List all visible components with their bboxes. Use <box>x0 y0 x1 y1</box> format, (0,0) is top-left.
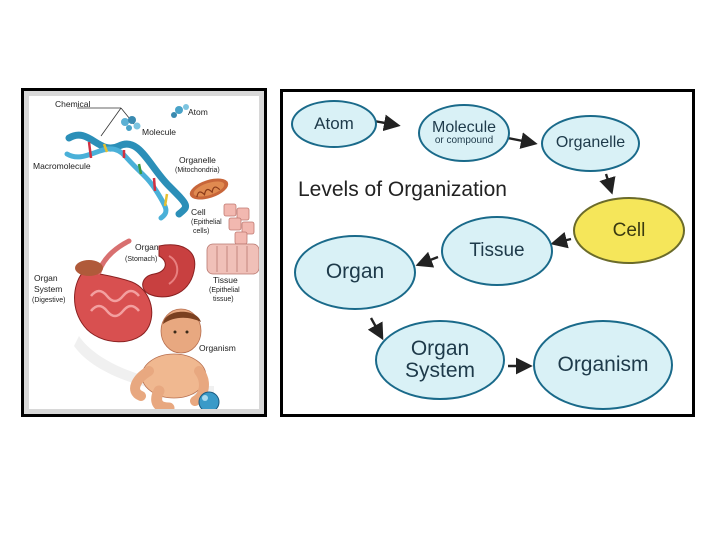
levels-illustration-panel: Chemical Atom Molecule Macromolecule Org… <box>21 88 267 417</box>
node-organelle: Organelle <box>541 115 640 172</box>
levels-illustration <box>64 104 259 409</box>
arrow-molecule-to-organelle <box>507 132 538 149</box>
organelle-sub-label: (Mitochondria) <box>175 167 220 174</box>
mitochondria-icon <box>189 178 229 200</box>
chemical-pointer-line <box>100 107 122 137</box>
node-atom: Atom <box>291 100 377 148</box>
dna-macromolecule-icon <box>64 131 189 221</box>
node-cell: Cell <box>573 197 685 264</box>
node-organ-system-label-1: Organ <box>410 336 470 360</box>
node-tissue-label: Tissue <box>469 240 525 262</box>
organ-label: Organ <box>135 242 159 252</box>
node-organ-label: Organ <box>325 260 385 284</box>
node-organism: Organism <box>533 320 673 410</box>
baby-organism-icon <box>130 308 209 409</box>
levels-diagram-panel: Levels of Organization Atom Molecule or … <box>280 89 695 417</box>
tissue-label: Tissue <box>213 275 238 285</box>
arrow-organelle-to-cell <box>599 173 616 195</box>
digestive-system-icon <box>74 238 153 343</box>
molecule-label: Molecule <box>142 127 177 137</box>
node-organism-label: Organism <box>557 352 649 376</box>
illustration-canvas: Chemical Atom Molecule Macromolecule Org… <box>29 96 259 409</box>
node-cell-label: Cell <box>612 219 646 241</box>
node-organ-system: Organ System <box>375 320 505 400</box>
node-organ: Organ <box>294 235 416 310</box>
molecule-icon <box>121 116 141 131</box>
tissue-sub-label-1: (Epithelial <box>209 287 240 294</box>
node-tissue: Tissue <box>441 216 553 286</box>
organ-system-label-1: Organ <box>34 273 58 283</box>
epithelial-cells-icon <box>223 203 255 245</box>
cell-label: Cell <box>191 207 206 217</box>
diagram-arrows <box>367 114 616 375</box>
epithelial-tissue-icon <box>206 243 259 275</box>
node-organ-system-label-2: System <box>404 359 475 382</box>
node-atom-label: Atom <box>314 114 354 134</box>
arrow-tissue-to-organ <box>415 251 439 268</box>
diagram-title: Levels of Organization <box>298 178 507 201</box>
organism-label: Organism <box>199 343 236 353</box>
atom-icon <box>171 104 189 118</box>
arrow-atom-to-molecule <box>373 114 401 132</box>
cell-sub-label-2: cells) <box>193 228 210 235</box>
node-molecule: Molecule or compound <box>418 104 510 162</box>
organelle-label: Organelle <box>179 155 216 165</box>
stomach-icon <box>142 244 196 298</box>
organ-system-label-2: System <box>34 284 63 294</box>
blue-ball-icon <box>198 391 220 409</box>
macromolecule-label: Macromolecule <box>33 161 91 171</box>
cell-sub-label-1: (Epithelial <box>191 219 222 226</box>
arrow-cell-to-tissue <box>550 231 572 249</box>
chemical-label: Chemical <box>55 99 91 109</box>
tissue-sub-label-2: tissue) <box>213 296 234 303</box>
organ-system-sub-label: (Digestive) <box>32 297 66 304</box>
node-molecule-sub-label: or compound <box>434 135 494 147</box>
organ-sub-label: (Stomach) <box>125 256 158 263</box>
atom-label: Atom <box>188 107 208 117</box>
node-molecule-label: Molecule <box>431 118 497 136</box>
node-organelle-label: Organelle <box>555 134 626 152</box>
arrow-organ-to-organ-system <box>367 317 384 341</box>
